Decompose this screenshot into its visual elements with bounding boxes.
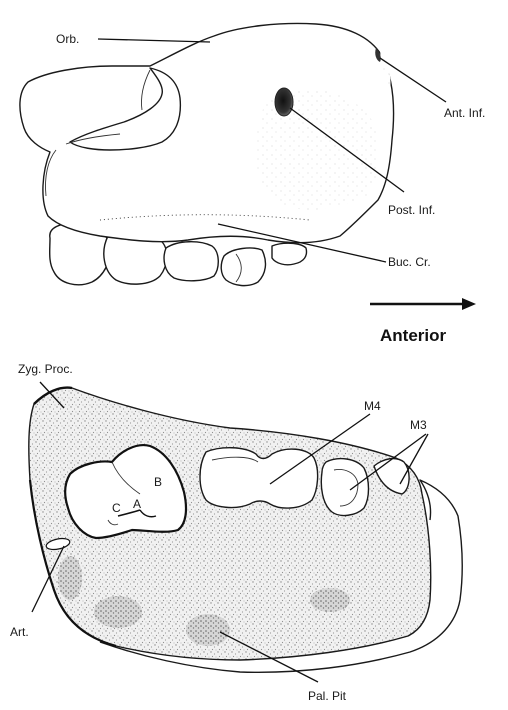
orb-leader [98,39,210,42]
anterior-direction: Anterior [370,298,476,345]
post-inf-label: Post. Inf. [388,203,435,217]
orb-label: Orb. [56,32,79,46]
upper-lateral-view: Orb. Ant. Inf. Post. Inf. Buc. Cr. [20,24,485,286]
ant-inf-label: Ant. Inf. [444,106,485,120]
buc-cr-label: Buc. Cr. [388,255,431,269]
m3-tooth [321,459,368,516]
cusp-c-label: C [112,501,121,515]
art-label: Art. [10,625,29,639]
post-inf-foramen [275,88,293,116]
arrowhead-icon [462,298,476,310]
anterior-label: Anterior [380,326,447,345]
zyg-proc-label: Zyg. Proc. [18,362,73,376]
cusp-b-label: B [154,475,162,489]
m3-label: M3 [410,418,427,432]
lower-occlusal-view: B A C Zyg. Proc. M4 M3 Art. Pal. Pit [10,362,462,703]
pal-pit-label: Pal. Pit [308,689,347,703]
cusp-a-label: A [133,497,141,511]
m4-tooth [200,448,318,508]
m4-label: M4 [364,399,381,413]
